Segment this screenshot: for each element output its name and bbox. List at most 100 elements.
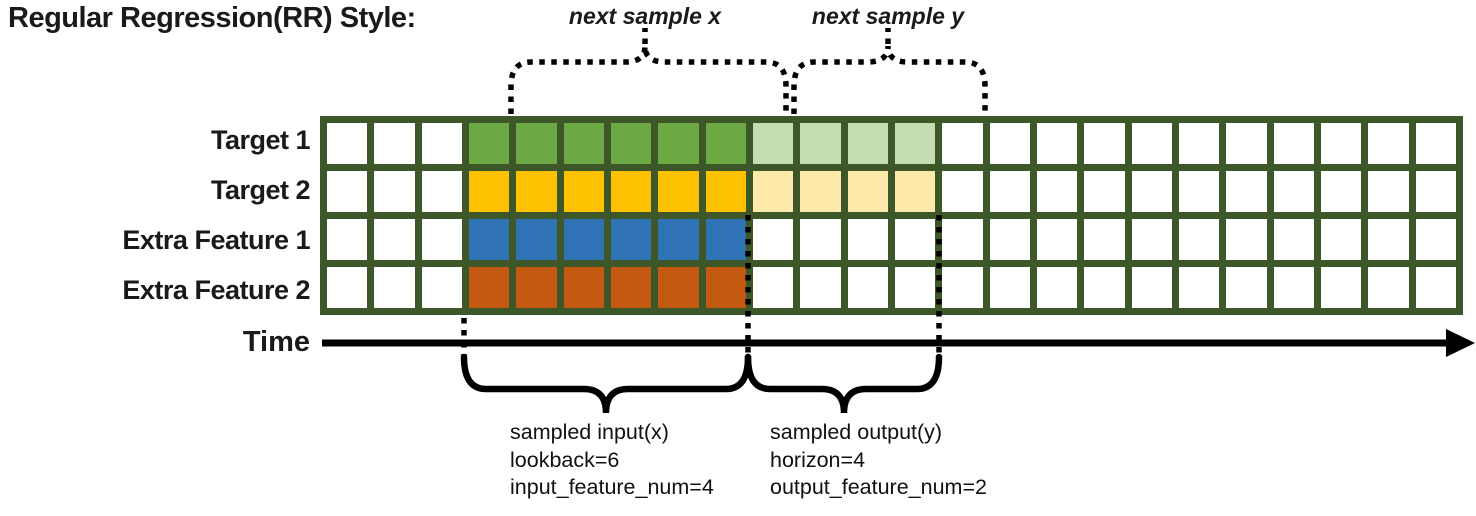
grid-cell xyxy=(374,171,415,212)
grid-cell xyxy=(800,267,841,308)
grid-cell xyxy=(658,171,699,212)
next-sample-y-label: next sample y xyxy=(811,3,965,29)
grid-cell xyxy=(327,123,368,164)
row-label: Extra Feature 2 xyxy=(122,274,310,305)
grid-cell xyxy=(327,267,368,308)
grid-cell xyxy=(421,267,462,308)
grid-cell xyxy=(989,123,1030,164)
grid-cell xyxy=(1036,219,1078,260)
sampled-output-annotation: sampled output(y) horizon=4 output_featu… xyxy=(770,419,987,502)
grid-cell xyxy=(516,267,557,308)
grid-cell xyxy=(894,219,936,260)
grid-cell xyxy=(610,267,652,308)
grid-cell xyxy=(847,171,888,212)
grid-cell xyxy=(610,123,652,164)
grid-cell xyxy=(1084,171,1125,212)
grid-cell xyxy=(1131,267,1172,308)
grid-cell xyxy=(1178,267,1220,308)
grid xyxy=(320,116,1463,315)
grid-cell xyxy=(1320,267,1362,308)
grid-cell xyxy=(1368,123,1409,164)
grid-cell xyxy=(468,123,510,164)
grid-cell xyxy=(752,171,794,212)
lookback-value: lookback=6 xyxy=(510,447,620,472)
grid-cell xyxy=(421,219,462,260)
grid-cell xyxy=(327,171,368,212)
grid-cell xyxy=(1273,123,1314,164)
next-sample-y-brace xyxy=(791,45,988,114)
grid-cell xyxy=(705,267,746,308)
grid-cell xyxy=(942,123,983,164)
grid-cell xyxy=(752,219,794,260)
output-feature-num-value: output_feature_num=2 xyxy=(770,475,987,499)
grid-cell xyxy=(1131,171,1172,212)
grid-cell xyxy=(1036,267,1078,308)
grid-cell xyxy=(1178,171,1220,212)
time-axis-label: Time xyxy=(242,326,310,358)
grid-cell xyxy=(800,171,841,212)
grid-cell xyxy=(989,171,1030,212)
grid-cell xyxy=(800,219,841,260)
grid-cell xyxy=(563,219,604,260)
sampled-input-annotation: sampled input(x) lookback=6 input_featur… xyxy=(510,419,714,502)
grid-cell xyxy=(1368,219,1409,260)
grid-cell xyxy=(1084,123,1125,164)
grid-cell xyxy=(516,171,557,212)
grid-cell xyxy=(658,219,699,260)
grid-cell xyxy=(658,123,699,164)
grid-cell xyxy=(894,171,936,212)
grid-cell xyxy=(610,171,652,212)
input-feature-num-value: input_feature_num=4 xyxy=(510,475,714,499)
grid-cell xyxy=(1415,267,1456,308)
grid-cell xyxy=(1415,171,1456,212)
grid-cell xyxy=(327,219,368,260)
grid-cell xyxy=(705,171,746,212)
page-title: Regular Regression(RR) Style: xyxy=(8,2,416,34)
grid-cell xyxy=(1320,219,1362,260)
grid-cell xyxy=(894,267,936,308)
grid-cell xyxy=(1226,267,1267,308)
grid-cell xyxy=(1320,123,1362,164)
grid-cell xyxy=(752,267,794,308)
grid-cell xyxy=(1178,123,1220,164)
grid-cell xyxy=(847,267,888,308)
sampled-input-brace xyxy=(460,353,752,414)
grid-cell xyxy=(468,219,510,260)
sampled-output-title: sampled output(y) xyxy=(770,420,943,444)
grid-cell xyxy=(374,219,415,260)
grid-cell xyxy=(800,123,841,164)
grid-cell xyxy=(468,267,510,308)
sampled-input-title: sampled input(x) xyxy=(510,420,669,444)
grid-cell xyxy=(847,123,888,164)
grid-cell xyxy=(516,219,557,260)
grid-cell xyxy=(1273,171,1314,212)
grid-cell xyxy=(1036,123,1078,164)
grid-cell xyxy=(468,171,510,212)
grid-cell xyxy=(1131,219,1172,260)
next-sample-x-brace xyxy=(508,45,789,114)
grid-cell xyxy=(1415,123,1456,164)
grid-cell xyxy=(1320,171,1362,212)
grid-cell xyxy=(1226,219,1267,260)
grid-cell xyxy=(847,219,888,260)
grid-cell xyxy=(705,219,746,260)
grid-cell xyxy=(1273,267,1314,308)
grid-cell xyxy=(1131,123,1172,164)
grid-cell xyxy=(989,267,1030,308)
grid-cell xyxy=(658,267,699,308)
grid-cell xyxy=(942,171,983,212)
grid-cell xyxy=(421,171,462,212)
horizon-value: horizon=4 xyxy=(770,447,866,472)
time-arrow-head xyxy=(1446,329,1475,357)
grid-cell xyxy=(563,267,604,308)
grid-cell xyxy=(1036,171,1078,212)
grid-cell xyxy=(1084,219,1125,260)
grid-cell xyxy=(563,123,604,164)
grid-cell xyxy=(942,219,983,260)
next-sample-x-label: next sample x xyxy=(568,3,722,29)
grid-cell xyxy=(516,123,557,164)
grid-cell xyxy=(563,171,604,212)
grid-cell xyxy=(1178,219,1220,260)
